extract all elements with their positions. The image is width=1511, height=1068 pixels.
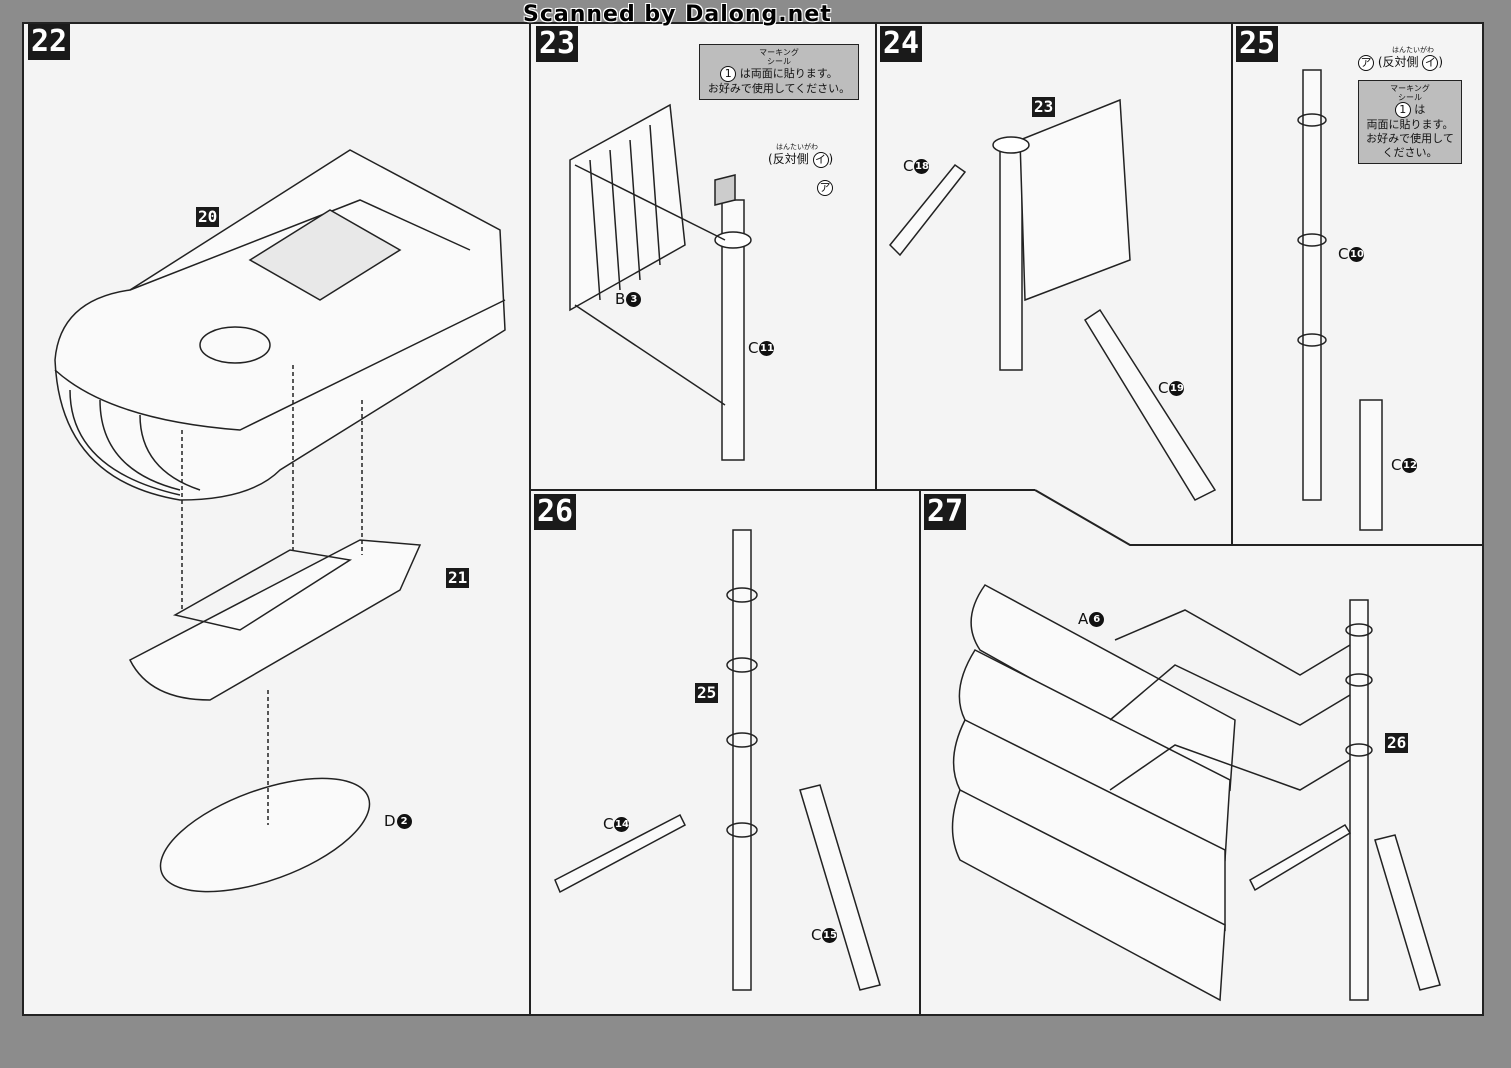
ref-step: 23 [1032, 97, 1056, 117]
part-number: 11 [759, 340, 775, 356]
opposite-ruby: はんたいがわ [776, 143, 818, 151]
step-number: 23 [536, 26, 579, 62]
part-letter: C [811, 926, 822, 944]
part-number: 19 [1169, 380, 1185, 396]
seal-a-label: ア [817, 180, 833, 196]
part-number: 14 [614, 816, 630, 832]
note-seal: シール [767, 57, 791, 66]
step-number: 22 [28, 24, 71, 60]
step-number: 26 [534, 494, 577, 530]
part-number: 10 [1349, 246, 1365, 262]
mast-assembly-24 [992, 98, 1131, 371]
ship-deck-piece-drawing [128, 539, 422, 701]
seal-a: ア [1358, 55, 1374, 71]
part-number: 18 [914, 158, 930, 174]
part-letter: B [615, 290, 626, 308]
opposite-ruby: はんたいがわ [1392, 46, 1434, 54]
sticker-note: マーキング シール 1 は両面に貼ります。 お好みで使用してください。 [699, 44, 859, 100]
seal-number: 1 [720, 66, 737, 82]
part-letter: A [1078, 610, 1089, 628]
part-letter: C [1391, 456, 1402, 474]
part-letter: C [1338, 245, 1349, 263]
mast-assembly-27 [1249, 599, 1441, 1001]
seal-i: イ [1422, 55, 1439, 71]
seal-label-25: ア (反対側 イ) [1358, 53, 1443, 71]
note-seal: シール [1398, 93, 1422, 102]
opposite-text: 反対側 [1382, 55, 1419, 69]
note-marking: マーキング [759, 48, 799, 57]
seal-i: イ [812, 152, 829, 168]
mast-assembly-26 [726, 529, 758, 991]
part-number: 6 [1089, 611, 1105, 627]
seal-number: 1 [1394, 102, 1411, 118]
mast-c11-drawing [714, 174, 752, 461]
sticker-note: マーキング シール 1 は 両面に貼ります。 お好みで使用して ください。 [1358, 80, 1462, 164]
ref-step: 25 [695, 683, 719, 703]
guide-line-27 [1114, 609, 1351, 676]
ship-hull-drawing [54, 149, 506, 501]
note-line: は [1414, 103, 1426, 116]
step-number: 25 [1236, 26, 1279, 62]
assembly-arrows [181, 365, 363, 825]
step-number: 24 [880, 26, 923, 62]
part-letter: C [1158, 379, 1169, 397]
stand-base-drawing [159, 777, 371, 893]
part-letter: C [603, 815, 614, 833]
seal-opposite-label: (反対側 イ) [768, 152, 834, 168]
ref-step: 21 [446, 568, 470, 588]
opposite-text: 反対側 [772, 152, 809, 166]
note-line: 両面に貼ります。 [1366, 118, 1454, 131]
part-letter: C [903, 157, 914, 175]
main-sails-a6 [951, 584, 1236, 1002]
watermark: Scanned by Dalong.net [523, 2, 832, 27]
part-letter: C [748, 339, 759, 357]
note-line: お好みで使用してください。 [707, 82, 851, 95]
part-number: 15 [822, 927, 838, 943]
part-number: 2 [396, 813, 412, 829]
panel-dividers [529, 22, 1483, 1015]
step-number: 27 [924, 494, 967, 530]
part-number: 3 [626, 291, 642, 307]
note-line: お好みで使用して [1366, 132, 1454, 145]
ref-step: 20 [196, 207, 220, 227]
rope-ladder-c19 [1083, 308, 1217, 501]
rope-ladder-c15 [799, 784, 881, 991]
yard-c18 [888, 163, 967, 257]
part-letter: D [384, 812, 396, 830]
part-number: 12 [1402, 457, 1418, 473]
yard-c14 [554, 813, 686, 894]
note-line: は両面に貼ります。 [739, 67, 838, 80]
note-marking: マーキング [1390, 84, 1430, 93]
seal-a: ア [817, 180, 833, 196]
note-line: ください。 [1382, 146, 1438, 159]
mast-assembly-25 [1297, 69, 1383, 531]
ref-step: 26 [1385, 733, 1409, 753]
sail-b3-drawing [569, 103, 686, 312]
